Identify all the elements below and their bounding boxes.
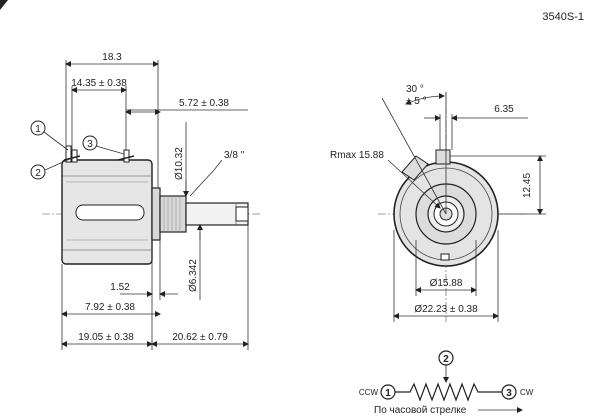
svg-text:2: 2 [35,168,41,179]
dim-bushing-dia: Ø10.32 [174,147,185,180]
thread-lines [163,196,181,232]
schematic-pin-3 [501,384,517,400]
resistor-zigzag [395,382,502,402]
terminal-3 [123,149,130,163]
pin-callout-1: 1 [30,120,69,151]
case-slot [75,204,145,221]
pin-callout-2: 2 [30,157,73,180]
dim-shaft-len: 20.62 ± 0.79 [172,332,228,343]
dim-flange: 1.52 [110,282,130,293]
dim-height: 12.45 [522,173,533,198]
dim-shaft-offset: 5.72 ± 0.38 [179,98,229,109]
dim-shaft-dia: Ø6.342 [188,259,199,292]
shaft-end [235,206,249,222]
pin-callout-3: 3 [82,135,125,155]
bushing [159,195,187,233]
dim-angle: 30 ° [406,84,424,95]
model-code: 3540S-1 [542,11,584,23]
terminal-2 [71,149,78,163]
side-view: 1 2 3 18.3 14.35 ± 0.38 5.72 ± 0.38 [30,52,262,350]
svg-text:2: 2 [443,354,449,365]
label-cw: CW [520,388,534,397]
direction-label: По часовой стрелке [374,405,467,416]
front-terminal-b [401,155,429,181]
dim-thread: 3/8 " [224,150,245,161]
dim-body-length: 14.35 ± 0.38 [71,78,127,89]
dim-inner-dia: Ø15.88 [430,278,463,289]
wiring-schematic: CCW 1 2 3 CW По часовой стрелке [359,350,534,416]
front-key [440,253,450,261]
front-terminal-a [435,149,451,165]
dim-angle-tol: ± 5 ° [406,96,427,107]
dim-overall-length: 18.3 [102,52,122,63]
svg-text:1: 1 [385,388,391,399]
svg-text:3: 3 [87,139,93,150]
flange [151,187,161,241]
front-view: 30 ° ± 5 ° 6.35 Rmax 15.88 12.45 Ø15.88 … [330,84,546,322]
terminal-1 [65,145,72,163]
dim-case-len: 19.05 ± 0.38 [78,332,134,343]
svg-text:3: 3 [506,388,512,399]
dim-tab-width: 6.35 [494,104,514,115]
corner-mark [0,0,8,10]
label-ccw: CCW [359,388,379,397]
dim-outer-dia: Ø22.23 ± 0.38 [414,304,478,315]
dim-bushing-len: 7.92 ± 0.38 [85,302,135,313]
svg-text:1: 1 [35,124,41,135]
dim-radius: Rmax 15.88 [330,150,384,161]
